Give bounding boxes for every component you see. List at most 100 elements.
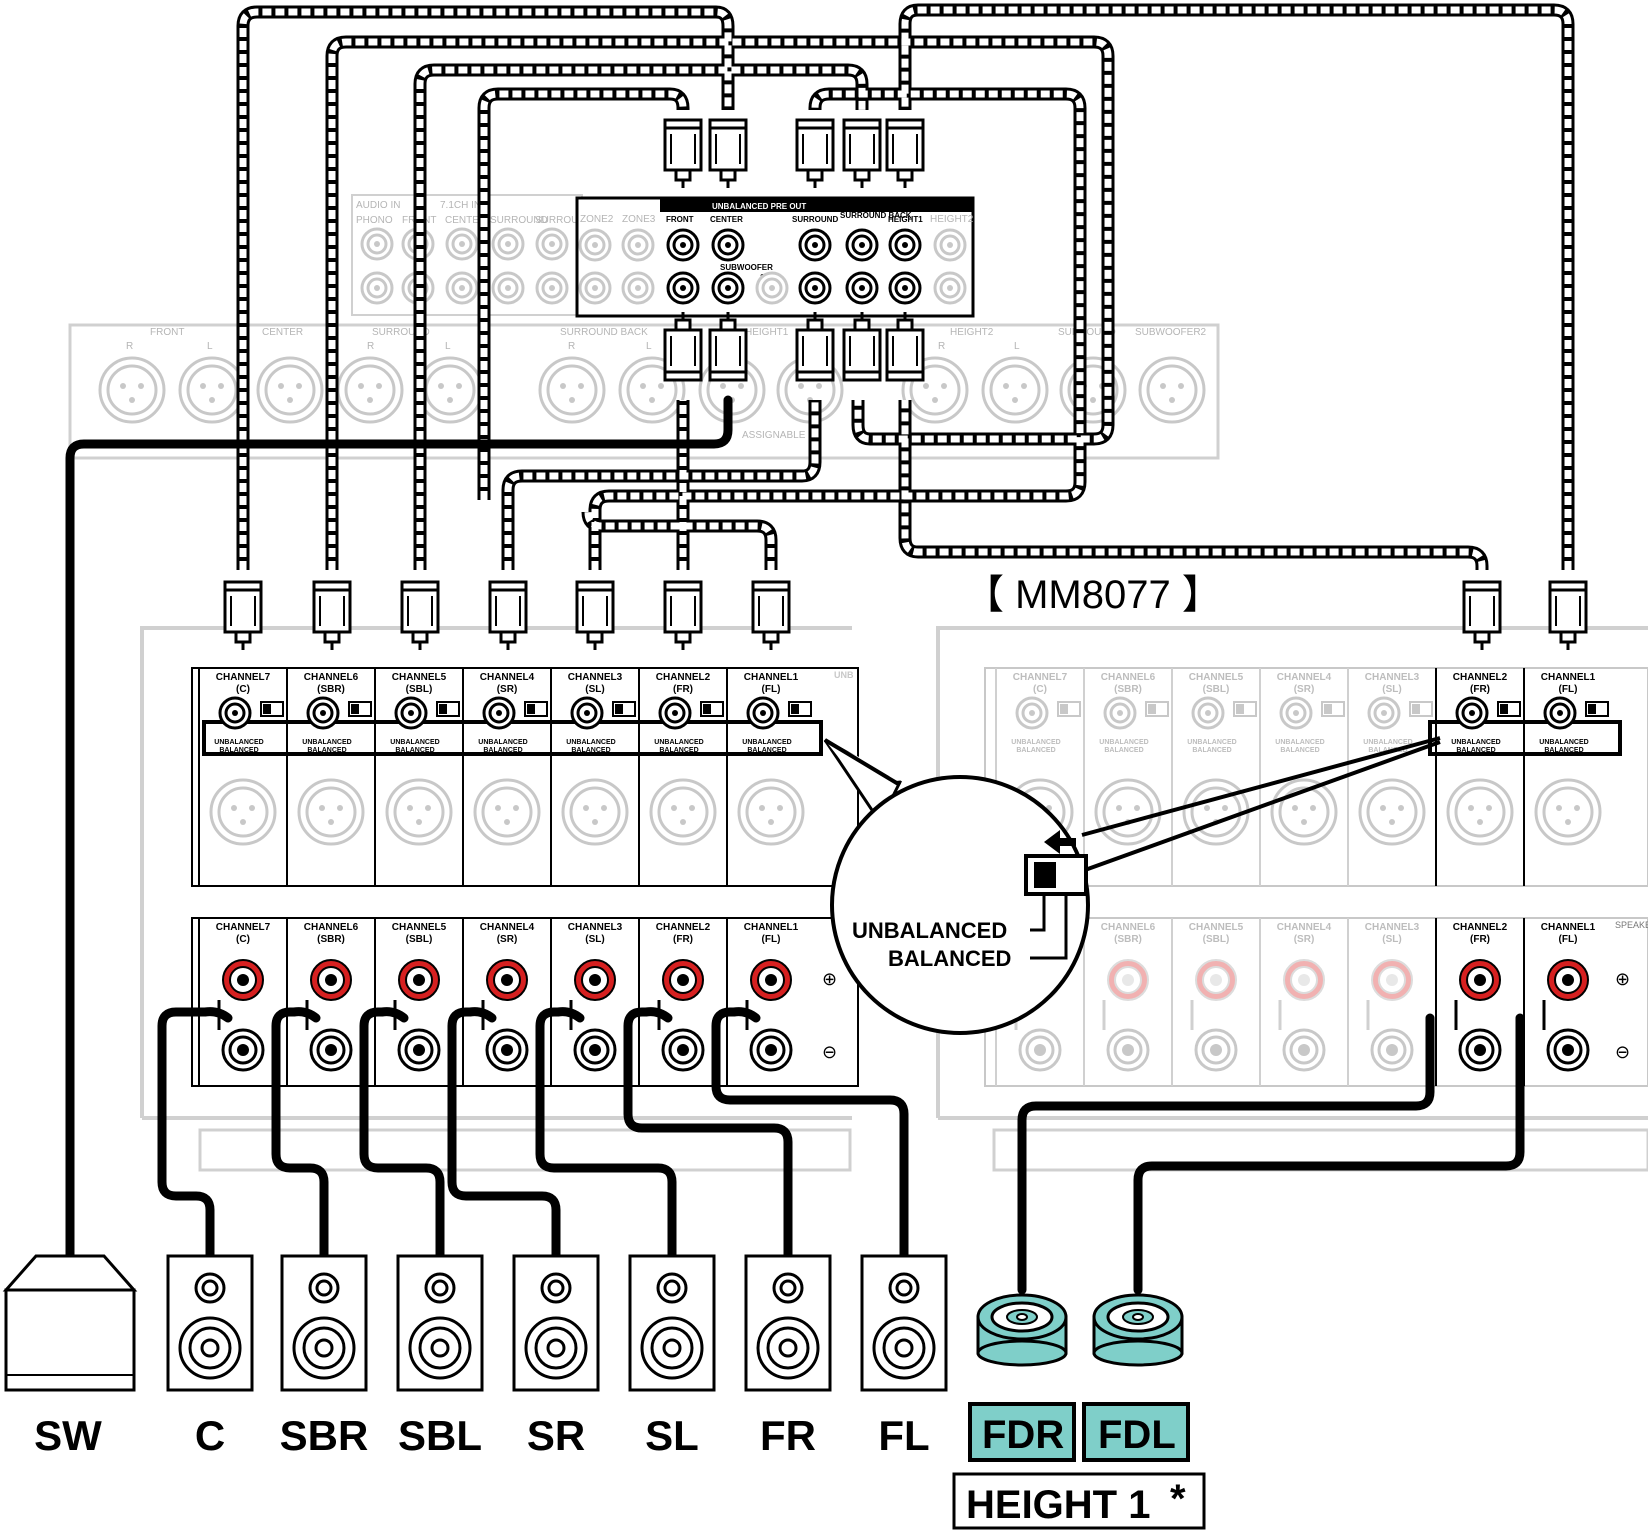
channel-name-label: CHANNEL4 (480, 672, 535, 683)
input-jack-surround-label: SURROUND (490, 215, 548, 226)
xlr-jack[interactable] (981, 356, 1049, 424)
speaker-terminal-plus[interactable] (1283, 959, 1325, 1001)
amp-rca-input-jack[interactable] (1191, 696, 1225, 730)
amp-rca-input-jack[interactable] (1543, 696, 1577, 730)
speaker-terminal-plus[interactable] (1459, 959, 1501, 1001)
speaker-terminal-plus[interactable] (750, 959, 792, 1001)
height1-preout-jack[interactable] (888, 228, 922, 262)
speaker-terminal-plus[interactable] (222, 959, 264, 1001)
input-jack[interactable] (445, 271, 479, 305)
speaker-terminal-plus[interactable] (574, 959, 616, 1001)
zone3-jack[interactable] (621, 271, 655, 305)
amp-xlr-input-jack[interactable] (1358, 778, 1426, 846)
switch-balanced-label: BALANCED (1104, 747, 1143, 754)
input-jack[interactable] (445, 227, 479, 261)
amp-xlr-input-jack[interactable] (649, 778, 717, 846)
speaker-terminal-plus[interactable] (486, 959, 528, 1001)
speaker-terminal-minus[interactable] (1018, 1028, 1062, 1072)
speaker-terminal-plus[interactable] (1195, 959, 1237, 1001)
amp-rca-input-jack[interactable] (218, 696, 252, 730)
input-jack[interactable] (360, 227, 394, 261)
channel-sub-label: (FR) (1470, 934, 1490, 945)
speaker-terminal-plus[interactable] (662, 959, 704, 1001)
surroundback-preout-jack[interactable] (845, 271, 879, 305)
speaker-terminal-plus[interactable] (1371, 959, 1413, 1001)
speaker-terminal-plus[interactable] (1107, 959, 1149, 1001)
speaker-terminal-minus[interactable] (397, 1028, 441, 1072)
amp-xlr-input-jack[interactable] (561, 778, 629, 846)
surround-preout-jack[interactable] (798, 228, 832, 262)
amp-xlr-input-jack[interactable] (473, 778, 541, 846)
amp-xlr-input-jack[interactable] (209, 778, 277, 846)
xlr-jack[interactable] (98, 356, 166, 424)
input-jack-phono-label: PHONO (356, 215, 393, 226)
front-preout-jack[interactable] (666, 271, 700, 305)
preout-surround-label: SURROUND (792, 215, 838, 224)
xlr-jack[interactable] (1138, 356, 1206, 424)
front-preout-jack[interactable] (666, 228, 700, 262)
amp-xlr-input-jack[interactable] (1094, 778, 1162, 846)
speaker-terminal-minus[interactable] (485, 1028, 529, 1072)
speaker-terminal-minus[interactable] (749, 1028, 793, 1072)
speaker-terminal-plus[interactable] (398, 959, 440, 1001)
switch-callout: UNBALANCED BALANCED (823, 736, 1441, 1035)
zone2-jack[interactable] (578, 228, 612, 262)
subwoofer2-jack[interactable] (755, 271, 789, 305)
amp-rca-input-jack[interactable] (1455, 696, 1489, 730)
input-jack[interactable] (360, 271, 394, 305)
xlr-jack[interactable] (538, 356, 606, 424)
amp-xlr-input-jack[interactable] (1446, 778, 1514, 846)
center-preout-jack[interactable] (711, 228, 745, 262)
amp-xlr-input-jack[interactable] (1534, 778, 1602, 846)
surroundback-preout-jack[interactable] (845, 228, 879, 262)
speaker-terminal-minus[interactable] (1194, 1028, 1238, 1072)
height2-jack[interactable] (933, 271, 967, 305)
speaker-terminal-minus[interactable] (1370, 1028, 1414, 1072)
speaker-terminal-minus[interactable] (1282, 1028, 1326, 1072)
speaker-terminal-minus[interactable] (221, 1028, 265, 1072)
amp-channel-6: CHANNEL6CHANNEL6(SBR)(SBR)UNBALANCEDBALA… (1083, 668, 1169, 1086)
input-jack[interactable] (535, 271, 569, 305)
subwoofer (2, 1254, 138, 1392)
amp-rca-input-jack[interactable] (482, 696, 516, 730)
amp-rca-input-jack[interactable] (746, 696, 780, 730)
speaker-terminal-minus[interactable] (309, 1028, 353, 1072)
speaker-terminal-minus[interactable] (1106, 1028, 1150, 1072)
height2-jack[interactable] (933, 228, 967, 262)
amp-xlr-input-jack[interactable] (297, 778, 365, 846)
input-jack[interactable] (535, 227, 569, 261)
amp-xlr-input-jack[interactable] (385, 778, 453, 846)
amp-rca-input-jack[interactable] (658, 696, 692, 730)
amp-rca-input-jack[interactable] (1367, 696, 1401, 730)
subwoofer-preout-jack[interactable] (711, 271, 745, 305)
floor-speaker-fr (744, 1254, 832, 1392)
amp-xlr-input-jack[interactable] (1182, 778, 1250, 846)
input-jack[interactable] (491, 227, 525, 261)
fdr-label: FDR (982, 1413, 1064, 1457)
xlr-jack[interactable] (336, 356, 404, 424)
amp-rca-input-jack[interactable] (1279, 696, 1313, 730)
xlr-jack[interactable] (256, 356, 324, 424)
preout-center-label: CENTER (710, 215, 743, 224)
speaker-terminal-minus[interactable] (573, 1028, 617, 1072)
zone3-jack[interactable] (621, 228, 655, 262)
zone2-jack[interactable] (578, 271, 612, 305)
amp-rca-input-jack[interactable] (570, 696, 604, 730)
height1-preout-jack[interactable] (888, 271, 922, 305)
speaker-terminal-minus[interactable] (1546, 1028, 1590, 1072)
balanced-subwoofer2-label: SUBWOOFER2 (1135, 327, 1207, 338)
surround-preout-jack[interactable] (798, 271, 832, 305)
amp-rca-input-jack[interactable] (1015, 696, 1049, 730)
amp-rca-input-jack[interactable] (394, 696, 428, 730)
xlr-jack[interactable] (178, 356, 246, 424)
speaker-terminal-minus[interactable] (661, 1028, 705, 1072)
speaker-terminal-plus[interactable] (310, 959, 352, 1001)
xlr-jack[interactable] (1059, 356, 1127, 424)
amp-rca-input-jack[interactable] (1103, 696, 1137, 730)
input-jack[interactable] (491, 271, 525, 305)
amp-xlr-input-jack[interactable] (737, 778, 805, 846)
speaker-terminal-minus[interactable] (1458, 1028, 1502, 1072)
amp-rca-input-jack[interactable] (306, 696, 340, 730)
speaker-terminal-plus[interactable] (1547, 959, 1589, 1001)
xlr-jack[interactable] (416, 356, 484, 424)
